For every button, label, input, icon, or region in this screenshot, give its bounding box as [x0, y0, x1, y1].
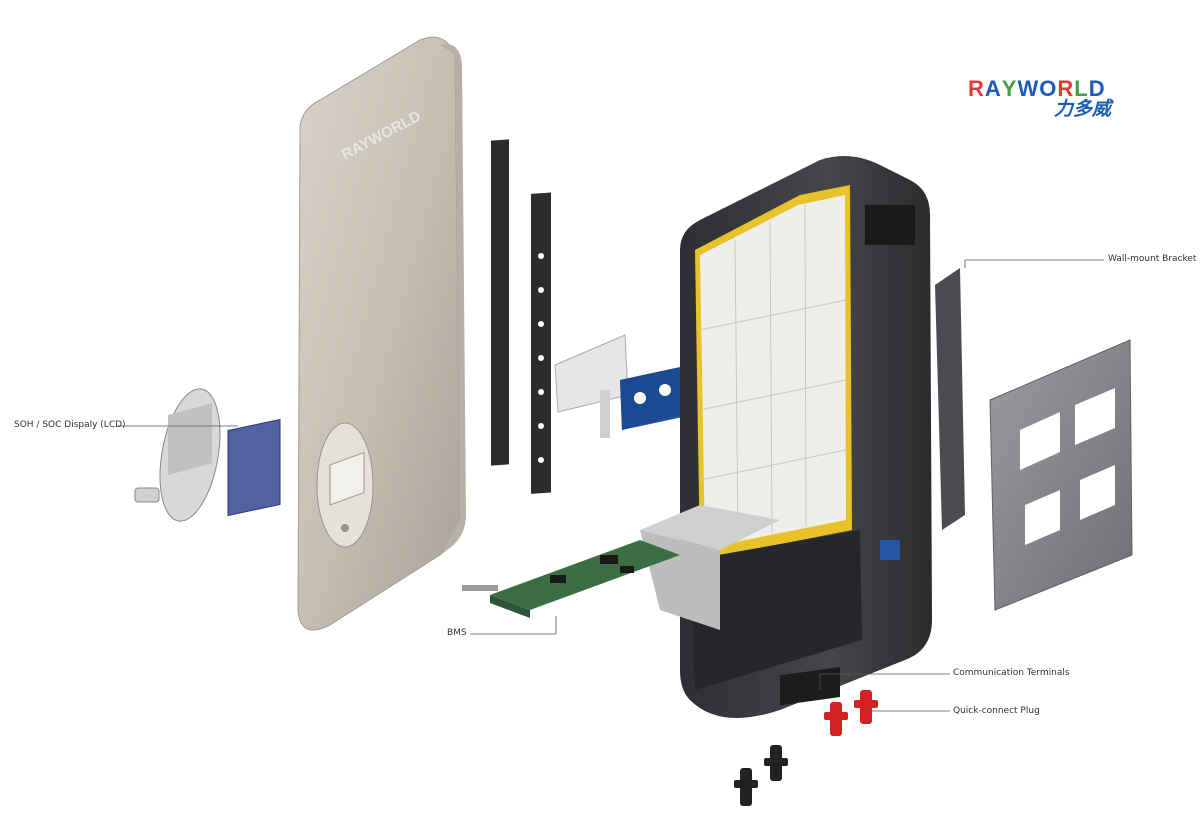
quick-connect-plugs	[734, 690, 878, 806]
brand-letter: L	[1074, 76, 1089, 101]
brand-letter: R	[1057, 76, 1075, 101]
brand-letter: W	[1017, 76, 1040, 101]
brand-letter: D	[1088, 76, 1106, 101]
lcd-assembly	[134, 388, 281, 522]
communication-terminals	[780, 666, 840, 706]
brand-letter: R	[968, 76, 985, 101]
label-bracket: Wall-mount Bracket	[1108, 254, 1197, 264]
gasket-strips	[491, 139, 551, 494]
label-bms: BMS	[447, 628, 467, 638]
brand-letter: A	[984, 76, 1002, 101]
main-housing	[680, 156, 932, 718]
brand-letter: Y	[1001, 76, 1018, 101]
wall-mount-bracket	[935, 268, 1133, 611]
label-lcd: SOH / SOC Dispaly (LCD)	[14, 420, 126, 430]
brand-logo-chinese: 力多威	[1054, 98, 1112, 120]
label-communication-terminals: Communication Terminals	[953, 668, 1070, 678]
bms-board	[462, 505, 780, 630]
brand-logo: RAYWORLD 力多威	[968, 76, 1138, 120]
front-cover: RAYWORLD	[297, 36, 466, 631]
brand-logo-english: RAYWORLD	[968, 76, 1106, 102]
label-quick-connect-plug: Quick-connect Plug	[953, 706, 1040, 716]
brand-letter: O	[1039, 76, 1058, 101]
callout-lines	[118, 259, 1104, 712]
